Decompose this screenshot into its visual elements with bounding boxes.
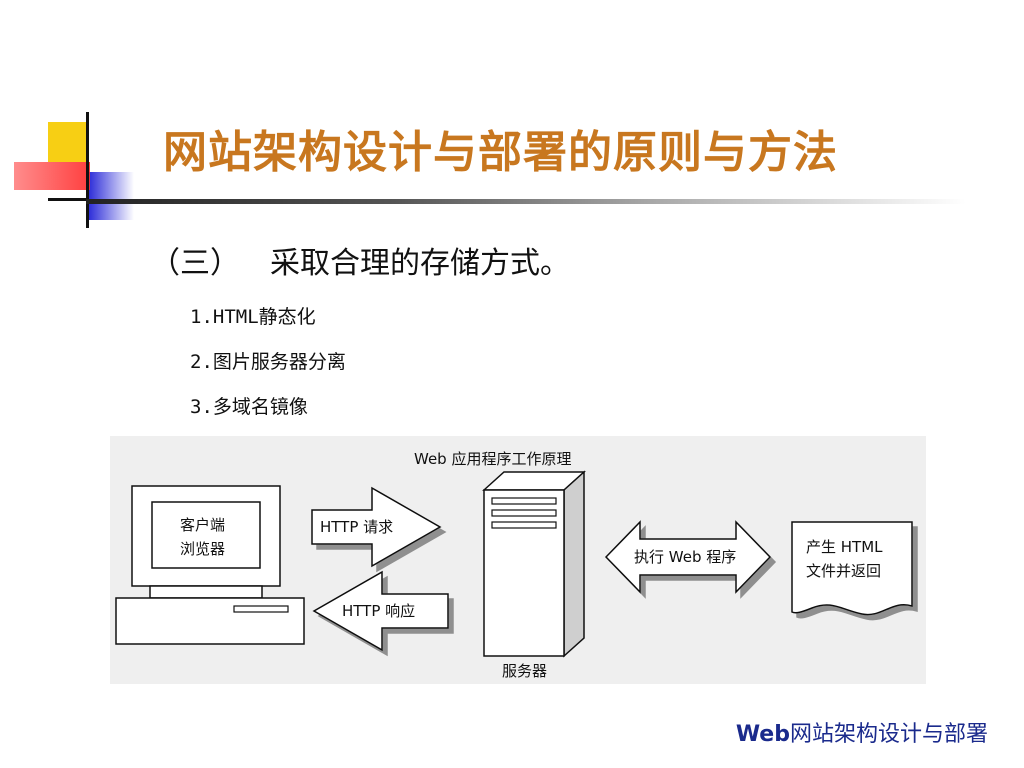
web-app-diagram: Web 应用程序工作原理 客户端 浏览器 HTTP 请求 HTTP 响应 服务器… bbox=[110, 436, 926, 684]
bullet-list: 1.HTML静态化 2.图片服务器分离 3.多域名镜像 bbox=[190, 302, 346, 437]
output-label-line1: 产生 HTML bbox=[806, 538, 883, 556]
title-divider bbox=[86, 199, 966, 204]
footer-caption: Web网站架构设计与部署 bbox=[736, 716, 988, 748]
bullet-item: 2.图片服务器分离 bbox=[190, 351, 346, 373]
section-number: （三） bbox=[150, 246, 240, 281]
corner-logo-icon bbox=[14, 112, 134, 228]
request-label: HTTP 请求 bbox=[320, 518, 394, 536]
execute-arrow-icon bbox=[604, 520, 772, 594]
diagram-heading: Web 应用程序工作原理 bbox=[414, 450, 572, 468]
execute-label: 执行 Web 程序 bbox=[634, 548, 737, 566]
server-label: 服务器 bbox=[502, 662, 548, 680]
diagram-graphics bbox=[115, 470, 913, 658]
slide-title: 网站架构设计与部署的原则与方法 bbox=[163, 127, 838, 178]
bullet-item: 3.多域名镜像 bbox=[190, 396, 308, 418]
client-label-line2: 浏览器 bbox=[180, 540, 226, 558]
document-icon bbox=[791, 521, 913, 616]
section-text: 采取合理的存储方式。 bbox=[270, 246, 570, 281]
bullet-item: 1.HTML静态化 bbox=[190, 306, 316, 328]
section-heading: （三） 采取合理的存储方式。 bbox=[150, 238, 570, 282]
response-label: HTTP 响应 bbox=[342, 602, 416, 620]
request-arrow-icon bbox=[311, 486, 442, 568]
footer-web: Web bbox=[735, 722, 790, 747]
server-icon bbox=[482, 470, 586, 658]
client-label-line1: 客户端 bbox=[180, 516, 226, 534]
output-label-line2: 文件并返回 bbox=[806, 562, 882, 580]
response-arrow-icon bbox=[312, 570, 449, 652]
computer-icon bbox=[115, 485, 305, 645]
footer-text: 网站架构设计与部署 bbox=[789, 722, 988, 747]
